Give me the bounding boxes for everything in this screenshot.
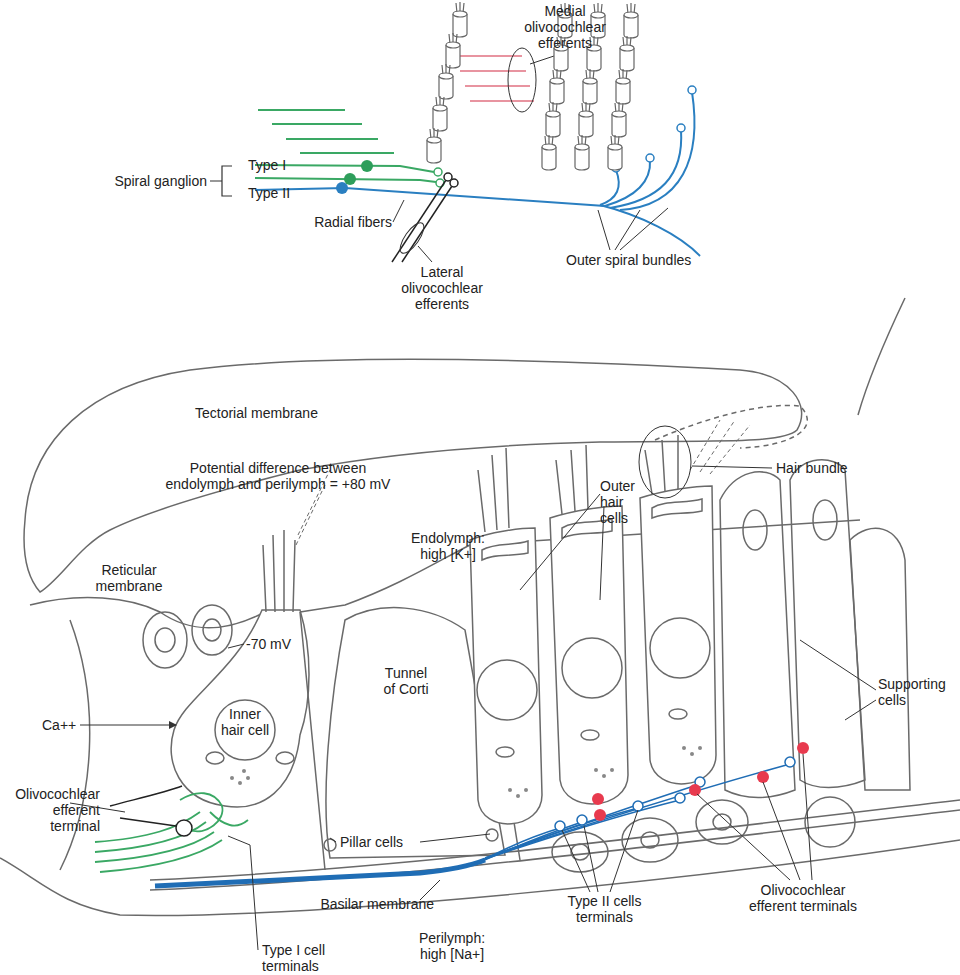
efferent-fiber [110,786,182,806]
part-label: Olivocochlear efferent terminal [0,786,100,834]
leader-line [598,208,668,250]
lateral-efferent-fibers [392,173,458,262]
part-label: Type I [248,157,318,173]
part-label: Medial olivocochlear efferents [512,3,618,51]
efferent-terminal [176,820,192,836]
part-label: Basilar membrane [304,896,434,912]
part-label: Outer spiral bundles [566,252,736,268]
organ-of-corti [0,298,960,915]
synaptic-vesicles [230,746,702,798]
leader-line [393,200,404,222]
part-label: Pillar cells [340,834,430,850]
part-label: Inner hair cell [220,706,270,738]
leader-line [70,466,876,950]
fiber-terminal [434,168,442,176]
part-label: Lateral olivocochlear efferents [392,264,492,312]
ganglion-cell [344,173,356,185]
efferent-terminal [592,742,809,821]
ganglion-cell [336,182,348,194]
type-ii-terminal [555,757,795,831]
part-label: Endolymph: high [K+] [402,530,494,562]
part-label: Olivocochlear efferent terminals [748,882,858,914]
type-i-terminals [95,793,248,872]
type-ii-fiber [155,764,790,886]
part-label: -70 mV [246,636,316,652]
leader-line [418,246,432,262]
bracket [639,426,691,498]
part-label: Reticular membrane [88,562,170,594]
part-label: Tectorial membrane [195,405,365,421]
efferent-fiber [120,818,176,826]
type-ii-fiber [255,92,700,256]
part-label: Spiral ganglion [60,173,207,189]
medial-efferent-fibers [455,56,534,101]
part-label: Tunnel of Corti [378,665,434,697]
part-label: Perilymph: high [Na+] [408,930,496,962]
inner-hair-cells-top [427,2,467,163]
part-label: Type I cell terminals [262,942,342,974]
part-label: Potential difference between endolymph a… [158,460,398,492]
bracket [396,219,428,257]
bracket [210,166,232,196]
part-label: Radial fibers [300,214,392,230]
part-label: Ca++ [42,717,82,733]
part-label: Type II cells terminals [552,893,657,925]
part-label: Outer hair cells [600,478,645,526]
part-label: Hair bundle [776,460,876,476]
part-label: Supporting cells [878,676,960,708]
bracket [508,48,536,112]
part-label: Type II [248,185,318,201]
ganglion-cell [361,160,373,172]
